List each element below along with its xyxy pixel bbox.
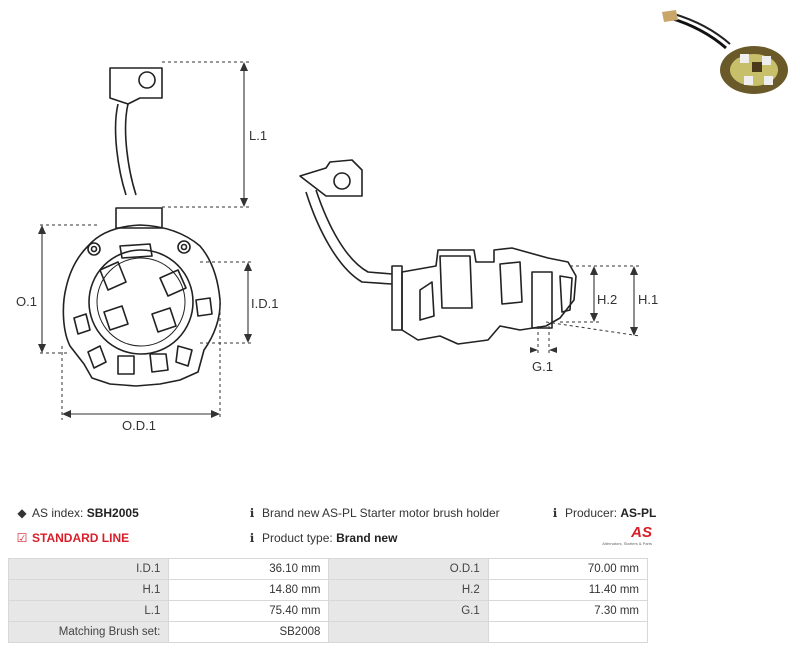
info-icon: ℹ — [249, 531, 255, 545]
table-row: I.D.1 36.10 mm O.D.1 70.00 mm — [7, 558, 649, 580]
as-index: ◆AS index: SBH2005 — [17, 506, 139, 520]
specs-table: I.D.1 36.10 mm O.D.1 70.00 mm H.1 14.80 … — [7, 558, 649, 643]
check-icon: ☑ — [16, 531, 28, 545]
label-od1: O.D.1 — [122, 418, 156, 433]
info-icon: ℹ — [249, 506, 255, 520]
as-pl-logo: AS Alternators, Starters & Parts — [592, 524, 652, 552]
producer-value: AS-PL — [620, 506, 657, 520]
standard-line: ☑STANDARD LINE — [16, 531, 130, 545]
logo-text: AS — [631, 524, 652, 541]
as-index-value: SBH2005 — [86, 506, 139, 520]
label-h1: H.1 — [638, 292, 658, 307]
table-row: Matching Brush set: SB2008 — [7, 621, 649, 643]
technical-drawing: L.1 O.1 I.D.1 O.D.1 H.2 H.1 G.1 — [16, 61, 658, 433]
front-view — [62, 67, 221, 387]
label-h2: H.2 — [597, 292, 617, 307]
table-row: L.1 75.40 mm G.1 7.30 mm — [7, 600, 649, 622]
label-g1: G.1 — [532, 359, 553, 374]
label-id1: I.D.1 — [251, 296, 278, 311]
product-type-value: Brand new — [336, 531, 398, 545]
label-o1: O.1 — [16, 294, 37, 309]
info-icon: ℹ — [552, 506, 558, 520]
logo-caption: Alternators, Starters & Parts — [602, 541, 652, 546]
tag-icon: ◆ — [17, 506, 27, 520]
table-row: H.1 14.80 mm H.2 11.40 mm — [7, 579, 649, 601]
product-photo — [662, 10, 788, 94]
label-l1: L.1 — [249, 128, 267, 143]
side-view — [299, 159, 577, 345]
